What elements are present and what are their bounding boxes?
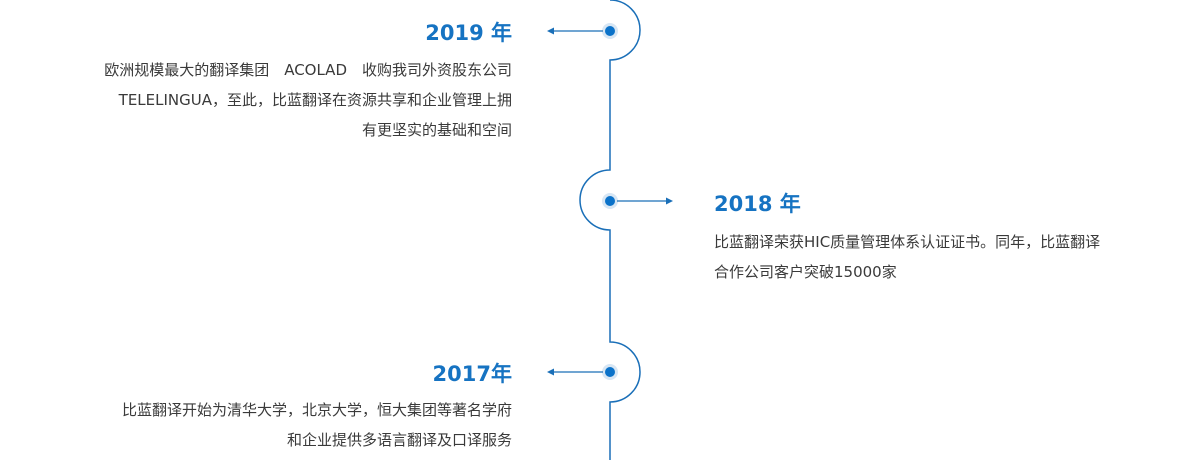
description-line: 欧洲规模最大的翻译集团 ACOLAD 收购我司外资股东公司 — [104, 61, 512, 79]
event-year-2017: 2017年 — [432, 362, 512, 386]
description-line: 有更坚实的基础和空间 — [361, 121, 512, 139]
description-line: 和企业提供多语言翻译及口译服务 — [286, 431, 512, 449]
timeline-node-2018 — [602, 193, 673, 209]
event-description-2018: 比蓝翻译荣获HIC质量管理体系认证证书。同年，比蓝翻译 合作公司客户突破1500… — [714, 227, 1192, 287]
timeline-line — [579, 0, 641, 460]
timeline-node-2017 — [547, 364, 618, 380]
event-description-2017: 比蓝翻译开始为清华大学，北京大学，恒大集团等著名学府 和企业提供多语言翻译及口译… — [38, 395, 512, 455]
description-line: 比蓝翻译开始为清华大学，北京大学，恒大集团等著名学府 — [121, 401, 512, 419]
description-line: 比蓝翻译荣获HIC质量管理体系认证证书。同年，比蓝翻译 — [714, 233, 1101, 251]
event-year-2018: 2018 年 — [714, 192, 801, 216]
event-year-2019: 2019 年 — [425, 21, 512, 45]
arrow-left-icon — [547, 27, 554, 35]
description-line: 合作公司客户突破15000家 — [714, 263, 897, 281]
arrow-right-icon — [666, 197, 673, 205]
timeline-node-2019 — [547, 23, 618, 39]
description-line: TELELINGUA，至此，比蓝翻译在资源共享和企业管理上拥 — [118, 91, 512, 109]
arrow-left-icon — [547, 368, 554, 376]
event-description-2019: 欧洲规模最大的翻译集团 ACOLAD 收购我司外资股东公司 TELELINGUA… — [38, 55, 512, 145]
